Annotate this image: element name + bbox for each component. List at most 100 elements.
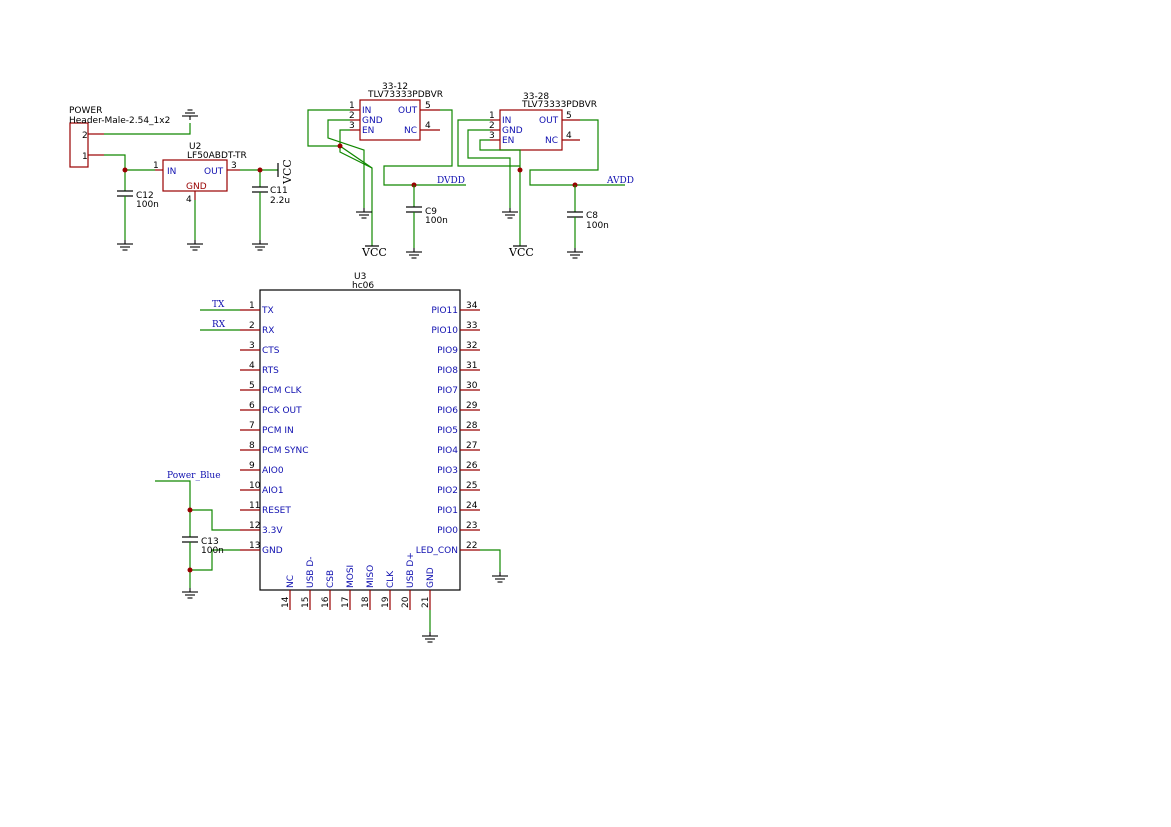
rega-ref: 33-12	[382, 82, 408, 92]
u3-pin-name: USB D+	[406, 552, 416, 588]
capacitor-c9: C9 100n	[406, 185, 448, 248]
u3-pin-name: 3.3V	[262, 526, 283, 536]
u3-pin-number: 33	[466, 321, 477, 331]
c11-ref: C11	[270, 186, 288, 196]
u3-pin-number: 14	[281, 596, 291, 608]
rega-p3: 3	[349, 121, 355, 131]
u3-pin-name: PCM CLK	[262, 386, 303, 396]
u3-pin-name: PIO4	[437, 446, 458, 456]
u3-ref: U3	[354, 272, 366, 282]
ground-icon	[421, 631, 439, 643]
ground-icon	[181, 587, 199, 599]
capacitor-c12: C12 100n	[117, 170, 159, 240]
u3-pin-name: PCM IN	[262, 426, 294, 436]
u3-pin-name: RESET	[262, 506, 291, 516]
ground-icon	[405, 247, 423, 259]
regulator-u2: U2 LF50ABDT-TR IN OUT GND 1 3 4	[153, 142, 247, 205]
ground-icon	[501, 207, 519, 219]
regb-p3: 3	[489, 131, 495, 141]
u3-pin-name: PIO0	[437, 526, 458, 536]
regb-gnd: GND	[502, 126, 523, 136]
junction-dot	[187, 507, 193, 513]
u3-pin-name: PIO6	[437, 406, 458, 416]
power-header: POWER Header-Male-2.54_1x2 2 1	[69, 106, 170, 168]
u3-pin-number: 4	[249, 361, 255, 371]
header-pin2: 2	[82, 131, 88, 141]
ground-icon	[491, 571, 509, 583]
regulator-33-12: 33-12 TLV73333PDBVR IN GND EN OUT NC 1 2…	[349, 82, 443, 141]
ground-icon	[186, 239, 204, 251]
u3-pin-name: GND	[426, 567, 436, 588]
ground-icon	[566, 247, 584, 259]
u3-pin-name: PIO2	[437, 486, 458, 496]
u2-value: LF50ABDT-TR	[187, 151, 247, 161]
u3-pin-number: 12	[249, 521, 260, 531]
regb-p4: 4	[566, 131, 572, 141]
u3-pin-number: 7	[249, 421, 255, 431]
rega-en: EN	[362, 126, 374, 136]
u3-pin-number: 16	[321, 596, 331, 608]
regb-out: OUT	[539, 116, 559, 126]
u3-pin-name: CSB	[326, 570, 336, 588]
u3-pin-name: TX	[261, 306, 274, 316]
u3-pin-name: CLK	[386, 570, 396, 588]
u2-pin-in: 1	[153, 161, 159, 171]
rega-gnd: GND	[362, 116, 383, 126]
header-ref: POWER	[69, 106, 102, 116]
u3-pin-number: 24	[466, 501, 478, 511]
wire-avdd	[529, 119, 625, 186]
u3-pin-name: MOSI	[346, 565, 356, 588]
u3-pin-number: 22	[466, 541, 477, 551]
rega-in: IN	[362, 106, 371, 116]
u3-pin-name: LED_CON	[416, 546, 458, 556]
c8-value: 100n	[586, 221, 609, 231]
u3-pin-number: 20	[401, 596, 411, 608]
u3-pin-number: 10	[249, 481, 261, 491]
c11-value: 2.2u	[270, 196, 290, 206]
u3-pin-name: RX	[262, 326, 274, 336]
u3-pin-name: PIO9	[437, 346, 458, 356]
wire-power-blue	[155, 480, 191, 510]
junction-dot	[122, 167, 128, 173]
wire-dvdd	[383, 109, 466, 186]
u3-pin-number: 31	[466, 361, 477, 371]
regb-in: IN	[502, 116, 511, 126]
u3-pin-name: PIO8	[437, 366, 458, 376]
u3-pin-name: USB D-	[306, 556, 316, 588]
u3-pin-number: 28	[466, 421, 478, 431]
c9-ref: C9	[425, 207, 437, 217]
capacitor-c11: C11 2.2u	[252, 170, 290, 240]
c12-value: 100n	[136, 200, 159, 210]
net-dvdd: DVDD	[437, 176, 465, 186]
regb-p2: 2	[489, 121, 495, 131]
u3-pin-name: RTS	[262, 366, 279, 376]
u3-pin-number: 18	[361, 596, 371, 608]
rega-out: OUT	[398, 106, 418, 116]
u3-pin-number: 19	[381, 596, 391, 608]
u3-pin-number: 34	[466, 301, 478, 311]
u3-pin-number: 2	[249, 321, 255, 331]
u3-pin-number: 5	[249, 381, 255, 391]
rega-p2: 2	[349, 111, 355, 121]
u3-pin-number: 27	[466, 441, 477, 451]
u3-pin-name: PCM SYNC	[262, 446, 309, 456]
wire-regb-in	[457, 119, 520, 167]
c9-value: 100n	[425, 216, 448, 226]
wire-header-gnd	[104, 123, 191, 135]
junction-dot	[337, 143, 343, 149]
rega-p1: 1	[349, 101, 355, 111]
u3-pin-number: 1	[249, 301, 255, 311]
ground-icon	[181, 109, 199, 121]
c8-ref: C8	[586, 211, 598, 221]
u2-ref: U2	[189, 142, 201, 152]
ground-icon	[355, 207, 373, 219]
regb-value: TLV73333PDBVR	[521, 100, 597, 110]
rega-p5: 5	[425, 101, 431, 111]
net-tx: TX	[212, 300, 225, 310]
u3-pin-name: PIO3	[437, 466, 458, 476]
u3-value: hc06	[352, 281, 374, 291]
wire-rega-gnd	[327, 119, 365, 208]
